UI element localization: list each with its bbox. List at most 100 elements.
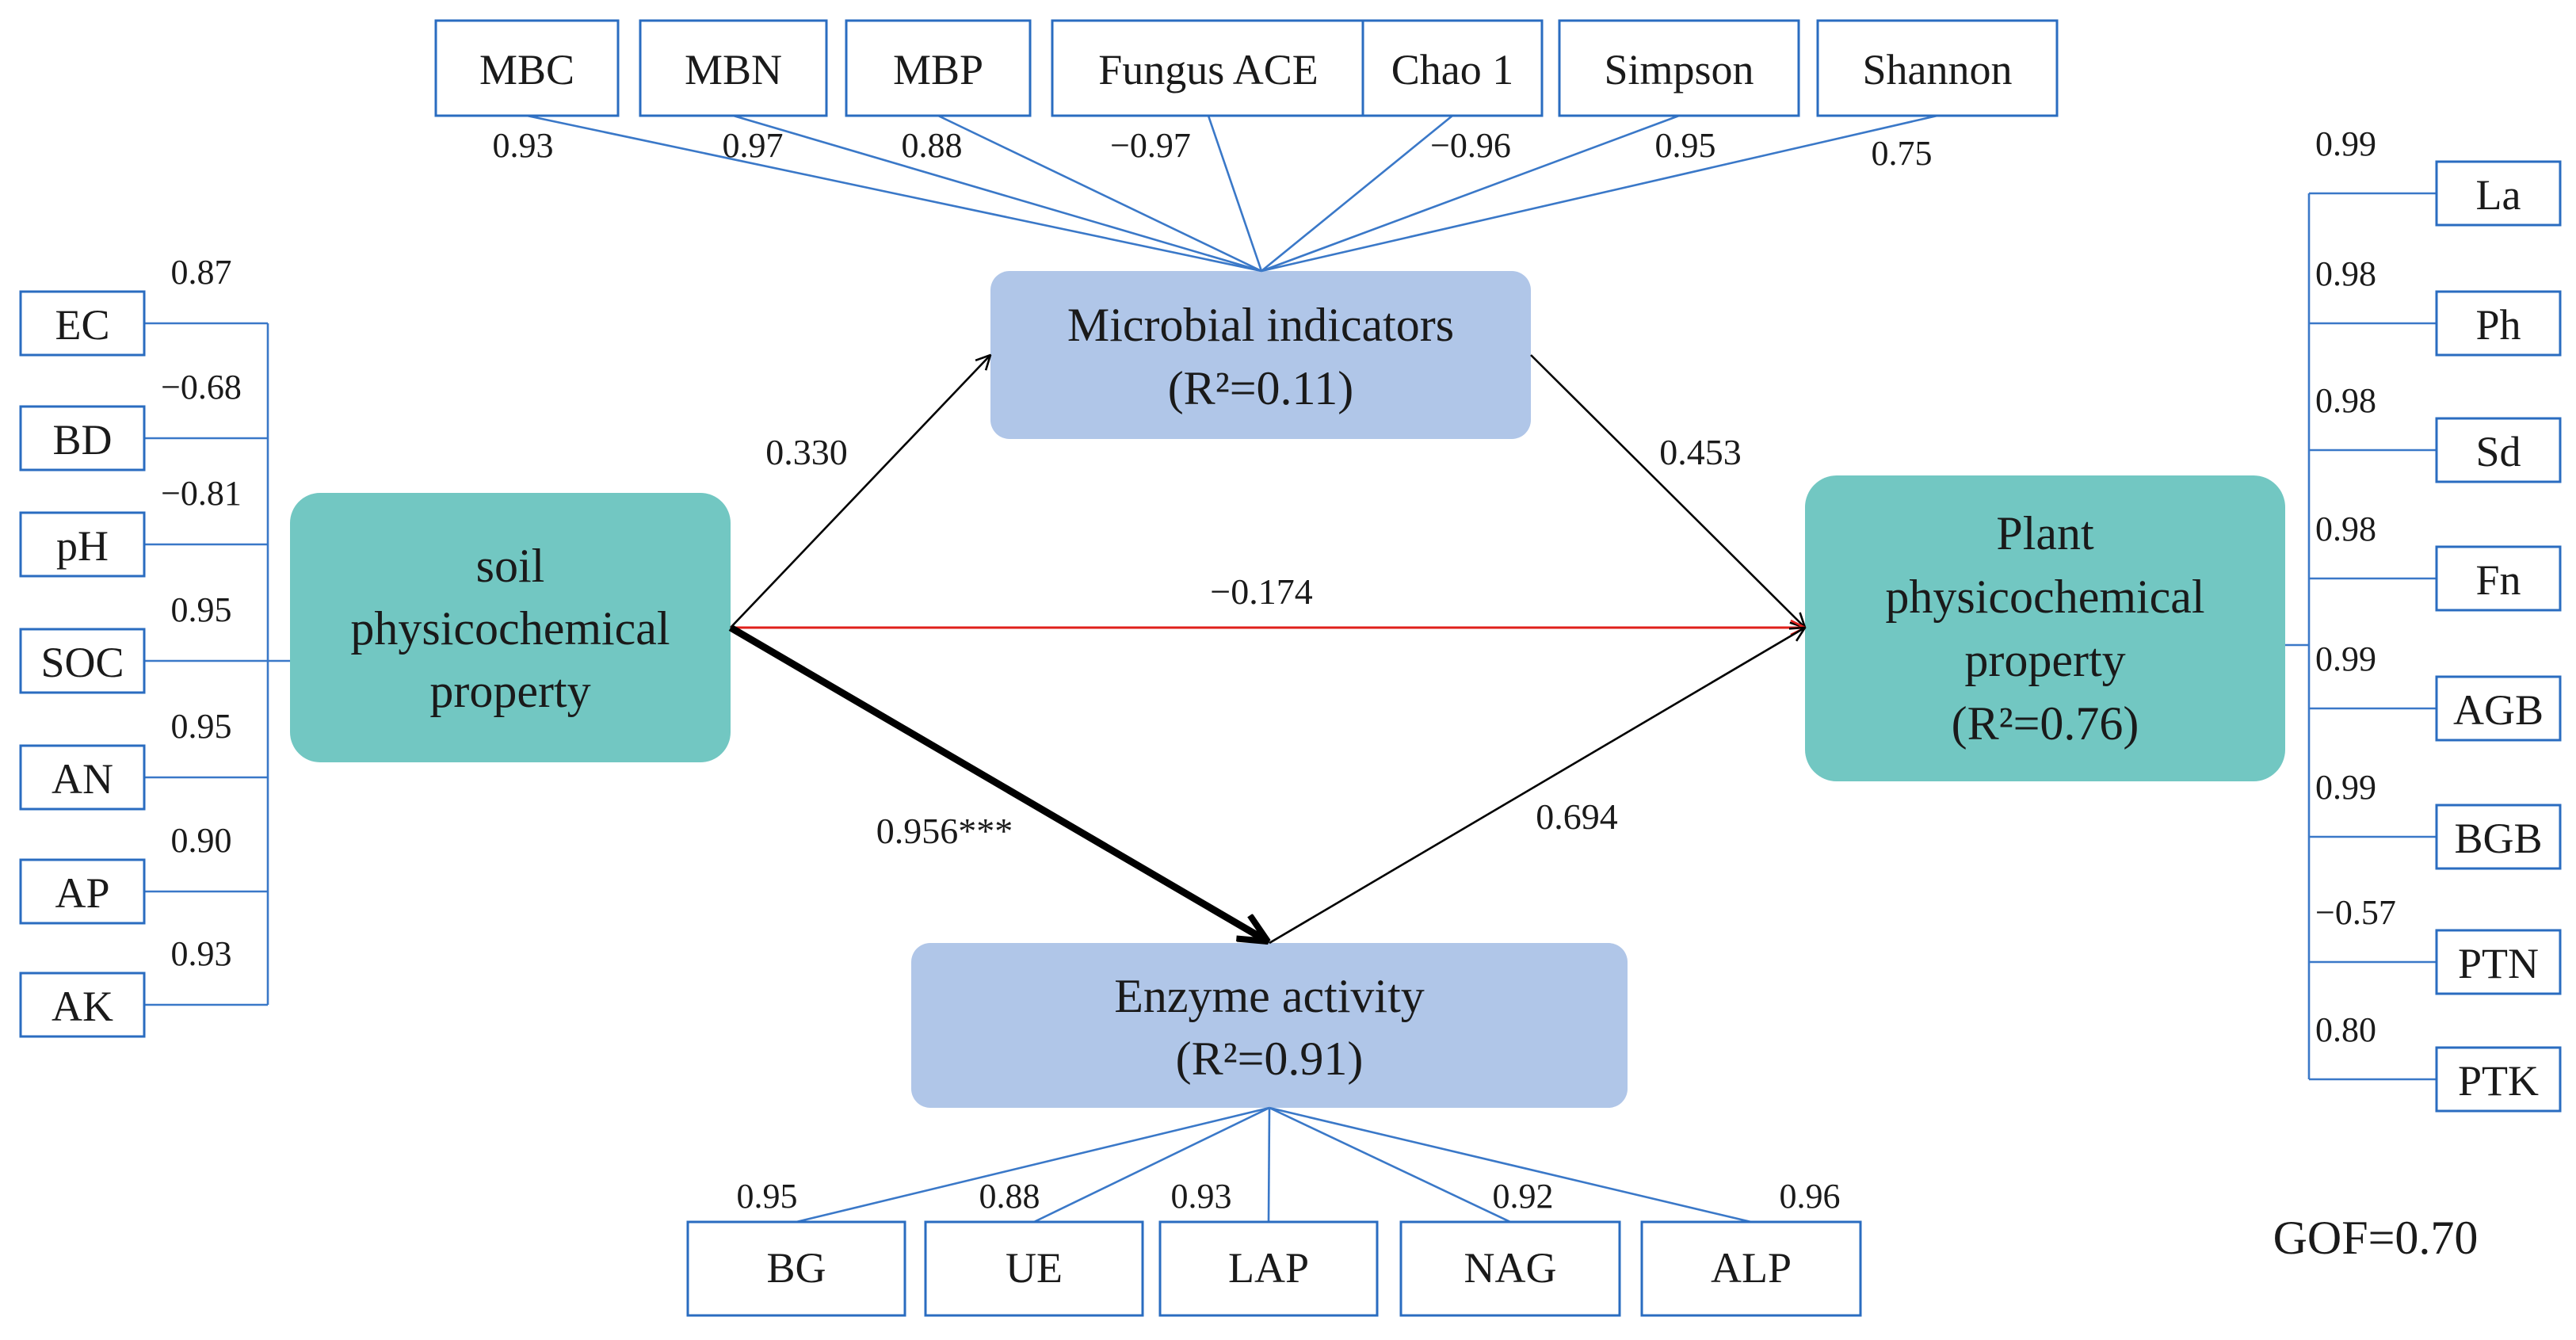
latent-enzyme-line2: (R²=0.91): [1176, 1033, 1364, 1085]
indicator-box: [2435, 1046, 2562, 1113]
loading-value: 0.99: [2315, 768, 2376, 807]
latent-soil-line2: physicochemical: [350, 602, 670, 655]
loading-value: 0.98: [2315, 510, 2376, 548]
indicator-box: [19, 405, 146, 471]
loading-value: 0.90: [171, 821, 232, 860]
indicator-label: PTK: [2458, 1057, 2539, 1105]
loading-value: 0.88: [979, 1177, 1040, 1216]
latent-enzyme: Enzyme activity (R²=0.91): [911, 943, 1628, 1108]
indicator-label: MBN: [685, 46, 782, 94]
indicator-box: [19, 290, 146, 357]
indicator-label: UE: [1006, 1244, 1063, 1292]
loading-value: −0.81: [161, 474, 242, 513]
indicator-label: Fn: [2475, 556, 2521, 604]
indicator-box: [434, 19, 620, 117]
indicator-label: Ph: [2475, 301, 2521, 349]
loading-value: 0.95: [171, 590, 232, 629]
latent-soil-line1: soil: [476, 540, 545, 592]
path-soil-enzyme-coef: 0.956***: [876, 811, 1013, 851]
loading-value: 0.93: [493, 126, 554, 165]
path-soil-microbial-coef: 0.330: [765, 432, 848, 472]
loading-value: 0.97: [723, 126, 784, 165]
path-soil-to-microbial: [730, 355, 990, 628]
loading-value: 0.88: [902, 126, 963, 165]
path-enzyme-plant-coef: 0.694: [1536, 796, 1618, 837]
indicator-agb: AGB 0.99: [2309, 639, 2562, 742]
indicator-box: [686, 1220, 906, 1317]
indicator-box: [1051, 19, 1366, 117]
indicator-mbn: MBN 0.97: [639, 19, 1262, 273]
latent-microbial-box: [990, 271, 1531, 439]
indicator-ptn: PTN−0.57: [2309, 893, 2562, 995]
path-microbial-plant-coef: 0.453: [1659, 432, 1742, 472]
gof-label: GOF=0.70: [2273, 1212, 2479, 1264]
loading-line: [733, 114, 1262, 273]
path-enzyme-to-plant: [1269, 628, 1805, 945]
soil-indicators: EC0.87BD−0.68pH−0.81SOC0.95AN0.95AP0.90A…: [19, 253, 290, 1038]
indicator-label: AGB: [2453, 686, 2544, 734]
indicator-label: MBC: [479, 46, 574, 94]
loading-value: 0.92: [1493, 1177, 1554, 1216]
indicator-sd: Sd 0.98: [2309, 381, 2562, 483]
indicator-label: AP: [55, 869, 109, 917]
indicator-box: [19, 858, 146, 925]
indicator-ptk: PTK 0.80: [2309, 1010, 2562, 1113]
indicator-la: La0.99: [2309, 124, 2562, 227]
loading-line: [1261, 114, 1938, 273]
latent-plant-box: [1805, 475, 2285, 781]
latent-plant-line2: physicochemical: [1885, 571, 2204, 623]
loading-line: [1269, 1106, 1511, 1224]
latent-soil-line3: property: [429, 665, 590, 717]
latent-enzyme-box: [911, 943, 1628, 1108]
loading-value: 0.98: [2315, 381, 2376, 420]
indicator-label: MBP: [893, 46, 983, 94]
indicator-label: Simpson: [1604, 46, 1754, 94]
path-soil-plant-coef: −0.174: [1210, 571, 1312, 612]
indicator-label: ALP: [1711, 1244, 1792, 1292]
indicator-ue: UE 0.88: [924, 1106, 1270, 1317]
indicator-ap: AP 0.90: [19, 821, 268, 925]
loading-value: 0.99: [2315, 639, 2376, 678]
indicator-box: [1640, 1220, 1862, 1317]
loading-line: [937, 114, 1262, 273]
latent-microbial-line1: Microbial indicators: [1067, 299, 1454, 351]
indicator-bd: BD−0.68: [19, 368, 268, 471]
indicator-box: [1816, 19, 2059, 117]
indicator-label: Shannon: [1863, 46, 2013, 94]
indicator-box: [2435, 417, 2562, 483]
latent-soil-box: [290, 493, 731, 762]
loading-line: [526, 114, 1262, 273]
indicator-label: NAG: [1464, 1244, 1557, 1292]
indicator-box: [2435, 804, 2562, 870]
indicator-box: [19, 972, 146, 1038]
indicator-label: Chao 1: [1391, 46, 1514, 94]
indicator-box: [2435, 675, 2562, 742]
indicator-nag: NAG 0.92: [1269, 1106, 1621, 1317]
indicator-label: pH: [56, 522, 109, 570]
indicator-an: AN0.95: [19, 707, 268, 811]
indicator-label: EC: [55, 301, 109, 349]
loading-line: [1269, 1106, 1752, 1224]
loading-line: [1033, 1106, 1270, 1224]
indicator-label: Sd: [2475, 428, 2521, 475]
indicator-box: [1158, 1220, 1379, 1317]
indicator-box: [2435, 160, 2562, 227]
indicator-box: [639, 19, 828, 117]
latent-plant-line1: Plant: [1996, 507, 2094, 559]
indicator-label: AN: [52, 755, 113, 803]
loading-value: 0.98: [2315, 254, 2376, 293]
loading-value: 0.80: [2315, 1010, 2376, 1049]
loading-value: −0.97: [1110, 126, 1191, 165]
indicator-box: [2435, 929, 2562, 995]
loading-value: −0.68: [161, 368, 242, 407]
loading-value: 0.93: [171, 934, 232, 973]
indicator-box: [845, 19, 1032, 117]
